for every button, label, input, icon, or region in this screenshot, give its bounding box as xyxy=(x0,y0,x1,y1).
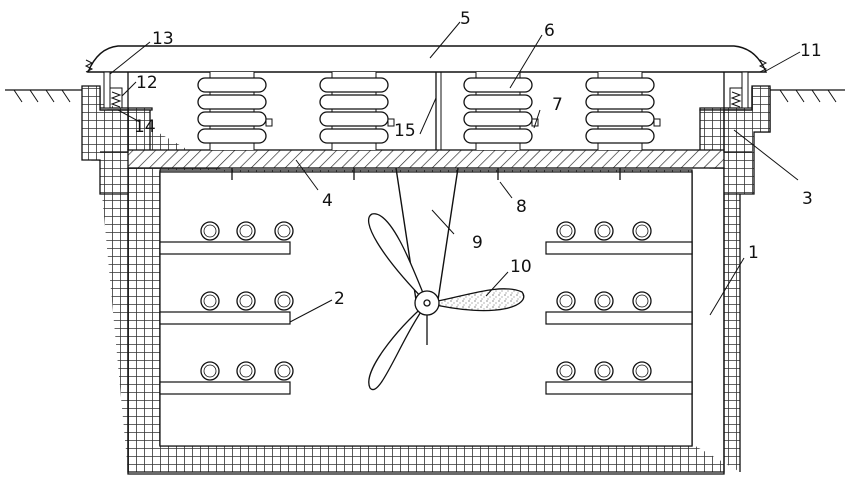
bellows-2 xyxy=(320,72,394,150)
ground-right xyxy=(768,90,845,102)
label-9: 9 xyxy=(472,233,483,253)
label-12: 12 xyxy=(136,73,158,93)
left-post xyxy=(104,72,110,108)
label-1: 1 xyxy=(748,243,759,263)
label-8: 8 xyxy=(516,197,527,217)
label-7: 7 xyxy=(552,95,563,115)
ground-left xyxy=(5,90,82,102)
top-cover xyxy=(88,46,766,72)
bellows-group xyxy=(198,72,660,150)
label-13: 13 xyxy=(152,29,174,49)
bellows-4 xyxy=(586,72,660,150)
side-pin xyxy=(266,119,272,126)
label-10: 10 xyxy=(510,257,532,277)
label-5: 5 xyxy=(460,9,471,29)
label-14: 14 xyxy=(134,117,156,137)
label-6: 6 xyxy=(544,21,555,41)
label-15: 15 xyxy=(394,121,416,141)
right-post xyxy=(742,72,748,108)
side-pin xyxy=(654,119,660,126)
bellows-3 xyxy=(464,72,538,150)
label-4: 4 xyxy=(322,191,333,211)
lid-plate xyxy=(128,150,724,168)
bellows-1 xyxy=(198,72,272,150)
label-2: 2 xyxy=(334,289,345,309)
label-3: 3 xyxy=(802,189,813,209)
left-spring xyxy=(112,92,120,107)
label-11: 11 xyxy=(800,41,822,61)
